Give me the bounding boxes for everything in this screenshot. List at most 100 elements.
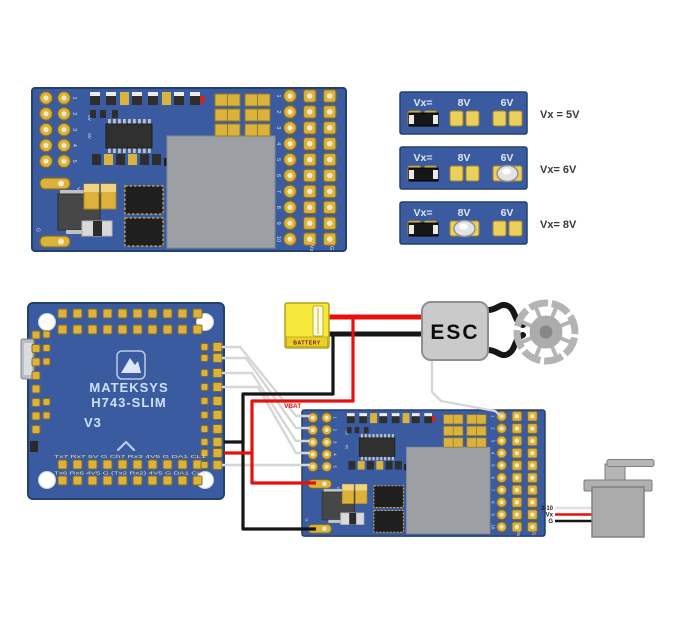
jumper-pad <box>449 110 464 127</box>
fc-servo-pad <box>212 437 223 447</box>
fc-pad <box>87 308 98 319</box>
fc-pad <box>57 459 68 470</box>
fc-pad <box>31 371 41 380</box>
esc-signal-wire <box>430 359 502 417</box>
solder-bridge-highlight <box>502 168 511 175</box>
fc-pad <box>200 449 209 457</box>
fc-pad <box>132 308 143 319</box>
matek-logo-frame <box>116 350 146 380</box>
orientation-arrow-icon <box>116 440 136 452</box>
fc-pcb <box>27 302 225 500</box>
fc-pad <box>200 343 209 351</box>
resistor-cap <box>433 170 438 179</box>
signal-wire-s3 <box>222 371 310 443</box>
jumper-pad-label: 8V <box>458 97 471 109</box>
wires <box>222 301 526 531</box>
fc-pad <box>102 475 113 486</box>
jumper-pad-label: Vx= <box>414 97 433 109</box>
signal-wire-s4 <box>222 385 310 455</box>
fc-pad <box>200 383 209 391</box>
fc-pad <box>31 330 41 340</box>
resistor-cap <box>433 115 438 124</box>
fc-pad <box>31 425 41 434</box>
fc-pad <box>102 324 113 335</box>
fc-pad <box>162 475 173 486</box>
servo-signal-label: 2-10 <box>541 506 554 512</box>
battery-label: BATTERY <box>293 341 320 347</box>
jumper-note: Vx = 5V <box>540 109 580 121</box>
jumper-note: Vx= 6V <box>540 164 577 176</box>
fc-pad <box>192 475 203 486</box>
jumper-board-1: Vx= 8V 6V Vx = 5V <box>399 91 580 135</box>
fc-pad <box>162 324 173 335</box>
fc-servo-pad <box>212 448 223 458</box>
jumper-pad-label: 6V <box>501 207 514 219</box>
usb-connector-inner <box>24 343 32 375</box>
fc-pad <box>57 475 68 486</box>
jumper-pad <box>508 220 523 237</box>
jumper-pad <box>492 220 507 237</box>
fc-pad <box>117 475 128 486</box>
fc-pad-field <box>31 308 223 486</box>
fc-pad <box>57 308 68 319</box>
esc: ESC <box>421 301 489 361</box>
jumper-board-2: Vx= 8V 6V Vx= 6V <box>399 146 577 190</box>
fc-pad <box>177 459 188 470</box>
fc-bottom-pad-labels-row2: Tx6 Rx6 4V5 G (Tx2 Rx2) 4V5 G DA1 CL1 <box>54 471 207 476</box>
servo: 2-10 Vx G <box>541 459 655 538</box>
motor-ring <box>513 299 579 365</box>
fc-pad <box>192 324 203 335</box>
fc-pad <box>102 459 113 470</box>
fc-pad <box>117 308 128 319</box>
fc-pad <box>200 461 209 469</box>
resistor-cap <box>409 115 414 124</box>
vbat-wire-label: VBAT <box>284 403 301 410</box>
fc-pad <box>42 411 51 420</box>
fc-pad <box>102 308 113 319</box>
jumper-pad-label: 6V <box>501 152 514 164</box>
resistor-cap <box>409 170 414 179</box>
pdb-board-bottom <box>301 409 546 538</box>
fc-pad <box>57 324 68 335</box>
fc-mount-hole <box>38 471 56 489</box>
servo-ground-label: G <box>548 519 553 525</box>
fc-pad <box>200 438 209 446</box>
jumper-pad <box>508 110 523 127</box>
fc-pad <box>72 324 83 335</box>
fc-pad <box>31 384 41 394</box>
fc-pad <box>200 425 209 433</box>
battery-label-strip <box>286 336 328 347</box>
jumper-pad-label: 6V <box>501 97 514 109</box>
fc-pad <box>31 398 41 407</box>
fc-servo-pad <box>212 342 223 352</box>
jumper-pad-label: Vx= <box>414 152 433 164</box>
fc-pad <box>147 308 158 319</box>
fc-pad <box>42 398 51 406</box>
fc-brand: MATEKSYS <box>89 380 168 395</box>
flight-controller-board: MATEKSYS H743-SLIM V3 Tx7 Rx7 5V G Ch7 R… <box>20 302 225 500</box>
motor <box>513 299 579 365</box>
fc-model: H743-SLIM <box>91 395 166 410</box>
jumper-pad <box>465 110 480 127</box>
boot-button <box>30 441 38 452</box>
fc-pad <box>177 308 188 319</box>
jumper-pad-label: 8V <box>458 152 471 164</box>
fc-mount-hole <box>38 313 56 331</box>
fc-pad <box>132 459 143 470</box>
fc-pad <box>200 397 209 405</box>
fc-pad <box>192 308 203 319</box>
fc-pad <box>42 344 51 352</box>
jumper-pad <box>492 110 507 127</box>
resistor-cap <box>409 225 414 234</box>
fc-pad <box>177 324 188 335</box>
fc-servo-pad <box>212 396 223 406</box>
fc-pad <box>72 475 83 486</box>
fc-version: V3 <box>84 415 102 430</box>
fc-servo-pad <box>212 424 223 434</box>
fc-pad <box>87 475 98 486</box>
jumper-pad-label: Vx= <box>414 207 433 219</box>
